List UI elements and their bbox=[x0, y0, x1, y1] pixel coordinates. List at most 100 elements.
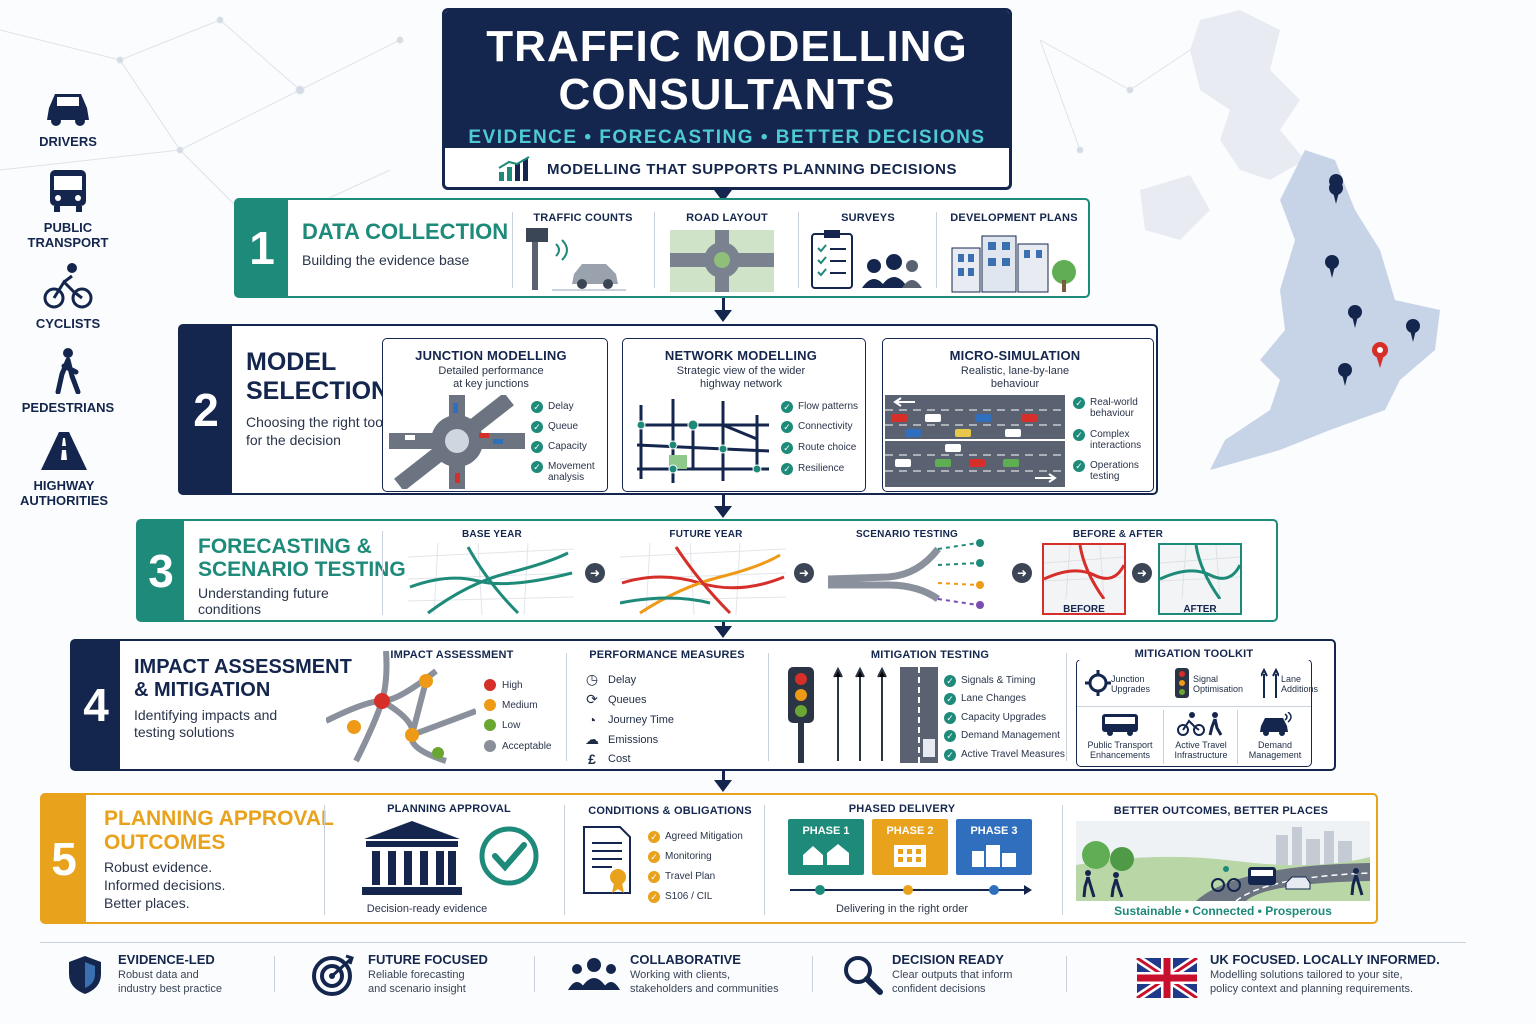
check-icon: ✓ bbox=[781, 401, 793, 413]
legend-medium: Medium bbox=[484, 699, 538, 711]
before-map bbox=[1043, 544, 1126, 600]
divider bbox=[798, 212, 799, 288]
feature-decision-ready: DECISION READY Clear outputs that inform… bbox=[892, 952, 1013, 995]
people-group-icon bbox=[568, 958, 620, 990]
planning-approval-title: PLANNING APPROVAL bbox=[387, 803, 511, 815]
page-title-line-2: CONSULTANTS bbox=[558, 70, 896, 119]
arrow-right-icon: ➜ bbox=[1132, 563, 1152, 583]
traffic-signal-lane-diagram bbox=[788, 666, 938, 763]
audience-pedestrians: PEDESTRIANS bbox=[18, 348, 118, 415]
page-subtitle: EVIDENCE • FORECASTING • BETTER DECISION… bbox=[468, 127, 986, 148]
base-year-map bbox=[408, 543, 574, 615]
audience-label: DRIVERS bbox=[39, 134, 97, 149]
header-tagline: MODELLING THAT SUPPORTS PLANNING DECISIO… bbox=[445, 148, 1009, 187]
step-4-desc-line-2: testing solutions bbox=[134, 724, 235, 740]
performance-measures-title: PERFORMANCE MEASURES bbox=[589, 649, 745, 661]
measure-delay: ◷Delay bbox=[585, 671, 637, 687]
check-item-capacity: ✓Capacity bbox=[531, 441, 587, 453]
impact-network-map bbox=[326, 651, 476, 764]
divider bbox=[512, 212, 513, 288]
connector-line bbox=[722, 771, 725, 781]
uk-map bbox=[1140, 10, 1440, 470]
divider bbox=[566, 653, 567, 761]
check-icon: ✓ bbox=[781, 421, 793, 433]
magnifier-icon bbox=[844, 956, 883, 995]
measure-cost: £Cost bbox=[584, 751, 631, 767]
cyclist-icon bbox=[43, 263, 93, 309]
speedometer-icon: ◔ bbox=[587, 712, 597, 728]
network-modelling-sub-2: highway network bbox=[700, 378, 782, 390]
connector-arrow bbox=[714, 780, 732, 792]
clock-icon: ◷ bbox=[585, 671, 599, 687]
phase-1-label: PHASE 1 bbox=[802, 825, 850, 837]
step-3-title-line-2: SCENARIO TESTING bbox=[198, 558, 406, 581]
phase-1-card: PHASE 1 bbox=[788, 819, 864, 875]
cyclist-pedestrian-icon bbox=[1177, 712, 1223, 736]
micro-simulation-title: MICRO-SIMULATION bbox=[949, 348, 1081, 363]
car-icon bbox=[47, 94, 89, 126]
check-icon: ✓ bbox=[781, 463, 793, 475]
step-3-title-line-1: FORECASTING & bbox=[198, 535, 372, 558]
page-title-line-1: TRAFFIC MODELLING bbox=[486, 22, 968, 71]
divider bbox=[1237, 710, 1238, 764]
step-5-desc-line-3: Better places. bbox=[104, 895, 190, 911]
mitigation-capacity-upgrades: ✓Capacity Upgrades bbox=[944, 712, 1046, 724]
legend-high: High bbox=[484, 679, 523, 691]
step-2-title-line-2: SELECTION bbox=[246, 377, 390, 405]
divider bbox=[534, 956, 535, 992]
phased-delivery-title: PHASED DELIVERY bbox=[848, 803, 956, 815]
divider bbox=[812, 956, 813, 992]
check-icon: ✓ bbox=[944, 730, 956, 742]
check-icon: ✓ bbox=[944, 675, 956, 687]
audience-cyclists: CYCLISTS bbox=[18, 262, 118, 331]
audience-label-2: TRANSPORT bbox=[27, 235, 109, 250]
planning-approval-caption: Decision-ready evidence bbox=[366, 903, 488, 915]
step-3-card: 3 FORECASTING & SCENARIO TESTING Underst… bbox=[136, 519, 1278, 622]
divider bbox=[382, 531, 383, 615]
government-building-icon bbox=[362, 821, 462, 895]
feature-future-focused: FUTURE FOCUSED Reliable forecasting and … bbox=[368, 952, 488, 995]
panel-surveys-title: SURVEYS bbox=[841, 212, 895, 224]
condition-s106-cil: ✓S106 / CIL bbox=[648, 891, 712, 903]
queue-icon: ⟳ bbox=[586, 691, 598, 707]
feature-uk-focused: UK FOCUSED. LOCALLY INFORMED. Modelling … bbox=[1210, 952, 1440, 995]
before-map-box: BEFORE bbox=[1042, 543, 1126, 615]
check-icon: ✓ bbox=[1073, 460, 1085, 472]
step-5-card: 5 PLANNING APPROVAL OUTCOMES Robust evid… bbox=[40, 793, 1378, 924]
base-year-title: BASE YEAR bbox=[462, 529, 522, 540]
pedestrian-icon bbox=[55, 348, 81, 394]
divider bbox=[768, 653, 769, 761]
before-label: BEFORE bbox=[1063, 604, 1105, 615]
network-modelling-title: NETWORK MODELLING bbox=[664, 348, 818, 363]
header-banner: TRAFFIC MODELLING CONSULTANTS EVIDENCE •… bbox=[445, 11, 1009, 148]
phase-2-card: PHASE 2 bbox=[872, 819, 948, 875]
phase-2-label: PHASE 2 bbox=[886, 825, 934, 837]
divider bbox=[764, 805, 765, 915]
feature-evidence-led: EVIDENCE-LED Robust data and industry be… bbox=[118, 952, 222, 995]
step-4-card: 4 IMPACT ASSESSMENT & MITIGATION Identif… bbox=[70, 639, 1336, 771]
condition-travel-plan: ✓Travel Plan bbox=[648, 871, 715, 883]
measure-emissions: ☁Emissions bbox=[585, 731, 659, 747]
arrow-right-icon: ➜ bbox=[794, 563, 814, 583]
divider bbox=[274, 956, 275, 992]
divider bbox=[564, 805, 565, 915]
junction-modelling-title: JUNCTION MODELLING bbox=[415, 348, 567, 363]
divider bbox=[1066, 956, 1067, 992]
junction-roundabout-diagram bbox=[389, 395, 525, 489]
phased-delivery-caption: Delivering in the right order bbox=[835, 903, 969, 915]
roundabout-icon bbox=[670, 230, 774, 292]
arrow-right-icon: ➜ bbox=[585, 563, 605, 583]
panel-road-layout-title: ROAD LAYOUT bbox=[686, 212, 768, 224]
audience-public-transport: PUBLIC TRANSPORT bbox=[18, 168, 118, 250]
divider bbox=[324, 805, 325, 915]
measure-journey-time: ◔Journey Time bbox=[584, 712, 674, 728]
divider bbox=[654, 212, 655, 288]
traffic-light-icon bbox=[1175, 668, 1189, 698]
connector-arrow bbox=[714, 506, 732, 518]
